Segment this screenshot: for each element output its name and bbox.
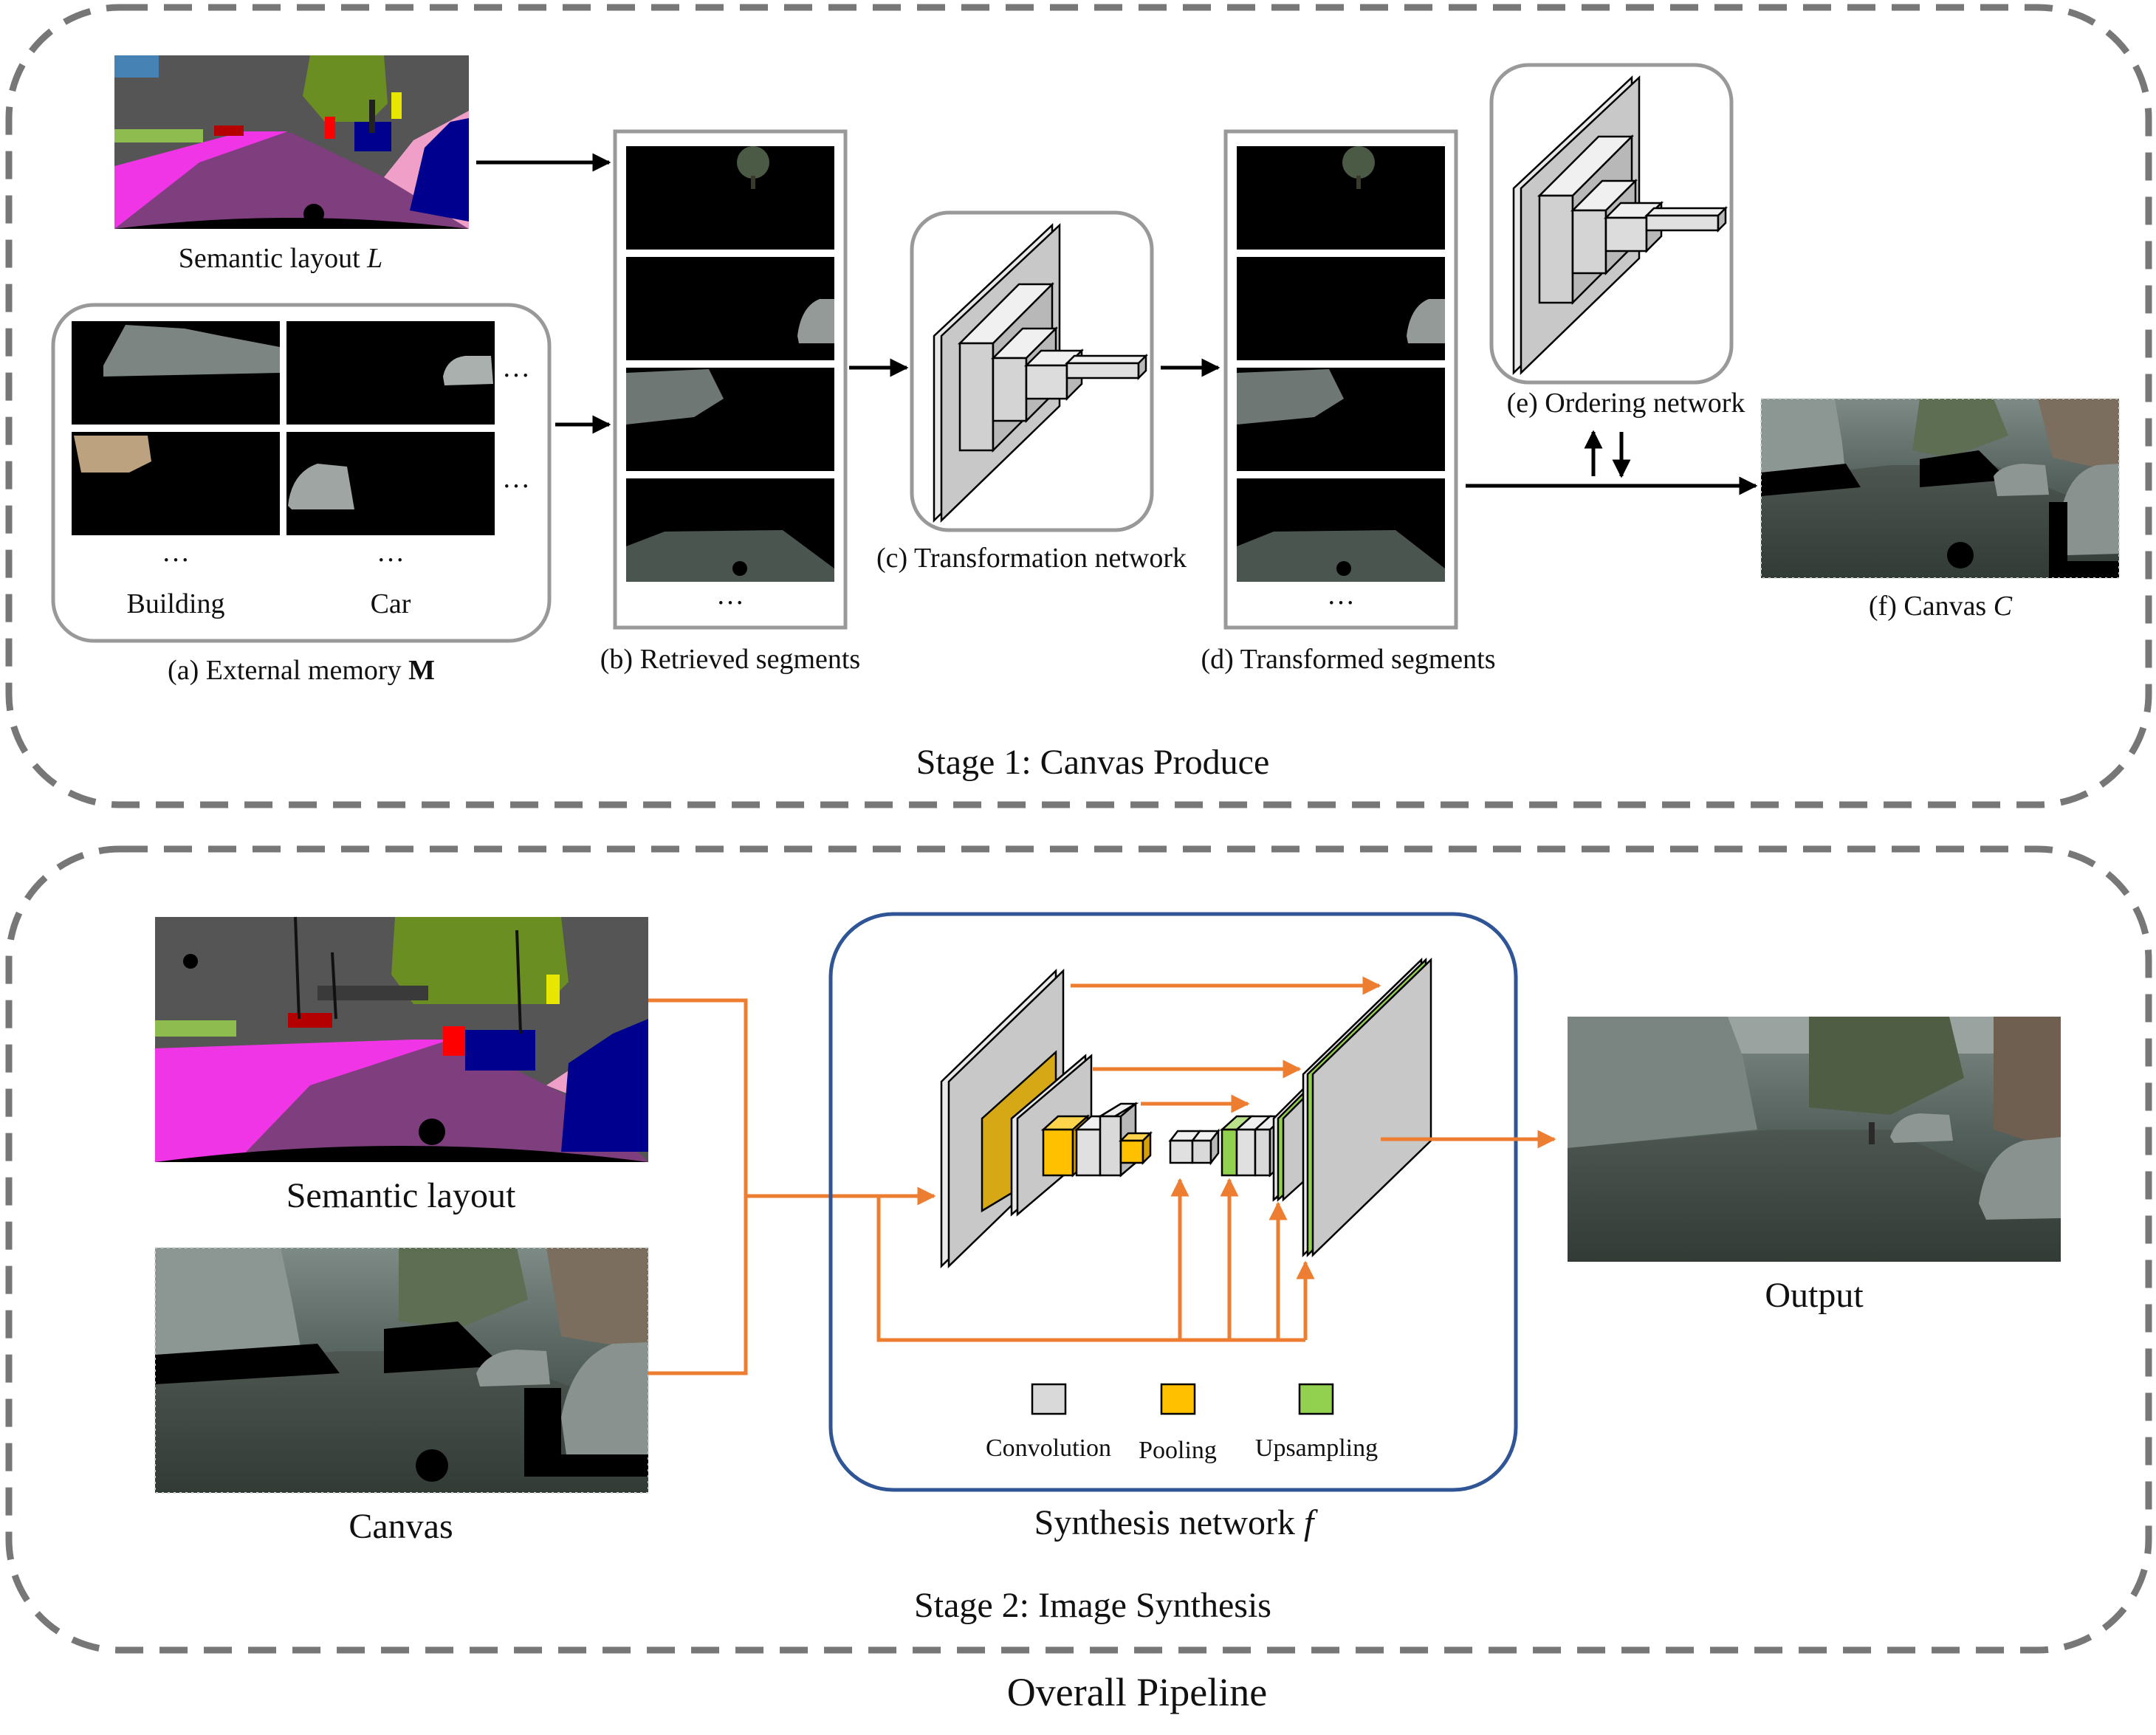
- legend-convolution-swatch: [1031, 1383, 1067, 1415]
- semantic-layout-image-stage1: [114, 55, 469, 229]
- memory-col1-label: Building: [126, 588, 224, 619]
- output-caption: Output: [1765, 1276, 1864, 1315]
- legend-pooling-label: Pooling: [1139, 1437, 1217, 1464]
- memory-thumb-car-2: [286, 432, 495, 535]
- canvas-caption-stage2: Canvas: [349, 1507, 453, 1546]
- semantic-layout-image-stage2: [155, 916, 648, 1162]
- retrieved-segment-tree: [626, 146, 834, 250]
- retrieved-ellipsis: …: [716, 580, 744, 611]
- skip-connections: [876, 976, 1381, 1342]
- memory-thumb-car-1: [286, 321, 495, 425]
- memory-row1-ellipsis: …: [502, 352, 530, 383]
- retrieved-segments-caption: (b) Retrieved segments: [600, 644, 860, 675]
- external-memory-caption: (a) External memory M: [168, 655, 435, 686]
- memory-col1-ellipsis: …: [162, 537, 190, 568]
- memory-thumb-building-1: [72, 321, 280, 425]
- transformed-segment-road: [1237, 478, 1445, 582]
- synthesis-network-box: [828, 912, 1518, 1492]
- canvas-image-stage2: [154, 1247, 649, 1494]
- legend-upsampling-swatch: [1298, 1383, 1334, 1415]
- legend-convolution-label: Convolution: [986, 1435, 1111, 1462]
- ordering-network-box: [1489, 63, 1734, 385]
- transformed-segments-frame: [1223, 129, 1458, 630]
- ordering-network-caption: (e) Ordering network: [1507, 388, 1745, 419]
- retrieved-segment-building: [626, 368, 834, 471]
- memory-col2-label: Car: [371, 588, 411, 619]
- retrieved-segment-car: [626, 257, 834, 360]
- external-memory-box: [51, 303, 552, 643]
- memory-col2-ellipsis: …: [377, 537, 405, 568]
- memory-row2-ellipsis: …: [502, 463, 530, 494]
- overall-title: Overall Pipeline: [1007, 1670, 1267, 1714]
- ordering-network-icon: [1512, 75, 1728, 375]
- semantic-layout-caption-stage1: Semantic layout L: [179, 243, 383, 274]
- memory-thumb-building-2: [72, 432, 280, 535]
- stage1-title: Stage 1: Canvas Produce: [916, 743, 1270, 782]
- retrieved-segments-frame: [613, 129, 848, 630]
- transformed-segment-building: [1237, 368, 1445, 471]
- retrieved-segment-road: [626, 478, 834, 582]
- transformed-segments-caption: (d) Transformed segments: [1201, 644, 1496, 675]
- output-image: [1568, 1017, 2061, 1262]
- transformed-segment-car: [1237, 257, 1445, 360]
- canvas-caption-stage1: (f) Canvas C: [1869, 591, 2013, 622]
- transformation-network-icon: [933, 223, 1149, 523]
- transformation-network-box: [910, 210, 1154, 532]
- stage2-title: Stage 2: Image Synthesis: [914, 1586, 1271, 1625]
- transformed-segment-tree: [1237, 146, 1445, 250]
- semantic-layout-caption-stage2: Semantic layout: [286, 1176, 516, 1215]
- legend-upsampling-label: Upsampling: [1255, 1435, 1378, 1462]
- transformation-network-caption: (c) Transformation network: [876, 543, 1187, 574]
- transformed-ellipsis: …: [1327, 580, 1355, 611]
- synthesis-network-icon: [940, 958, 1432, 1268]
- synthesis-network-caption: Synthesis network f: [1034, 1503, 1318, 1542]
- legend-pooling-swatch: [1160, 1383, 1196, 1415]
- input-connectors: [648, 998, 936, 1375]
- canvas-image-stage1: [1760, 398, 2120, 579]
- stage2-border: [5, 845, 2152, 1654]
